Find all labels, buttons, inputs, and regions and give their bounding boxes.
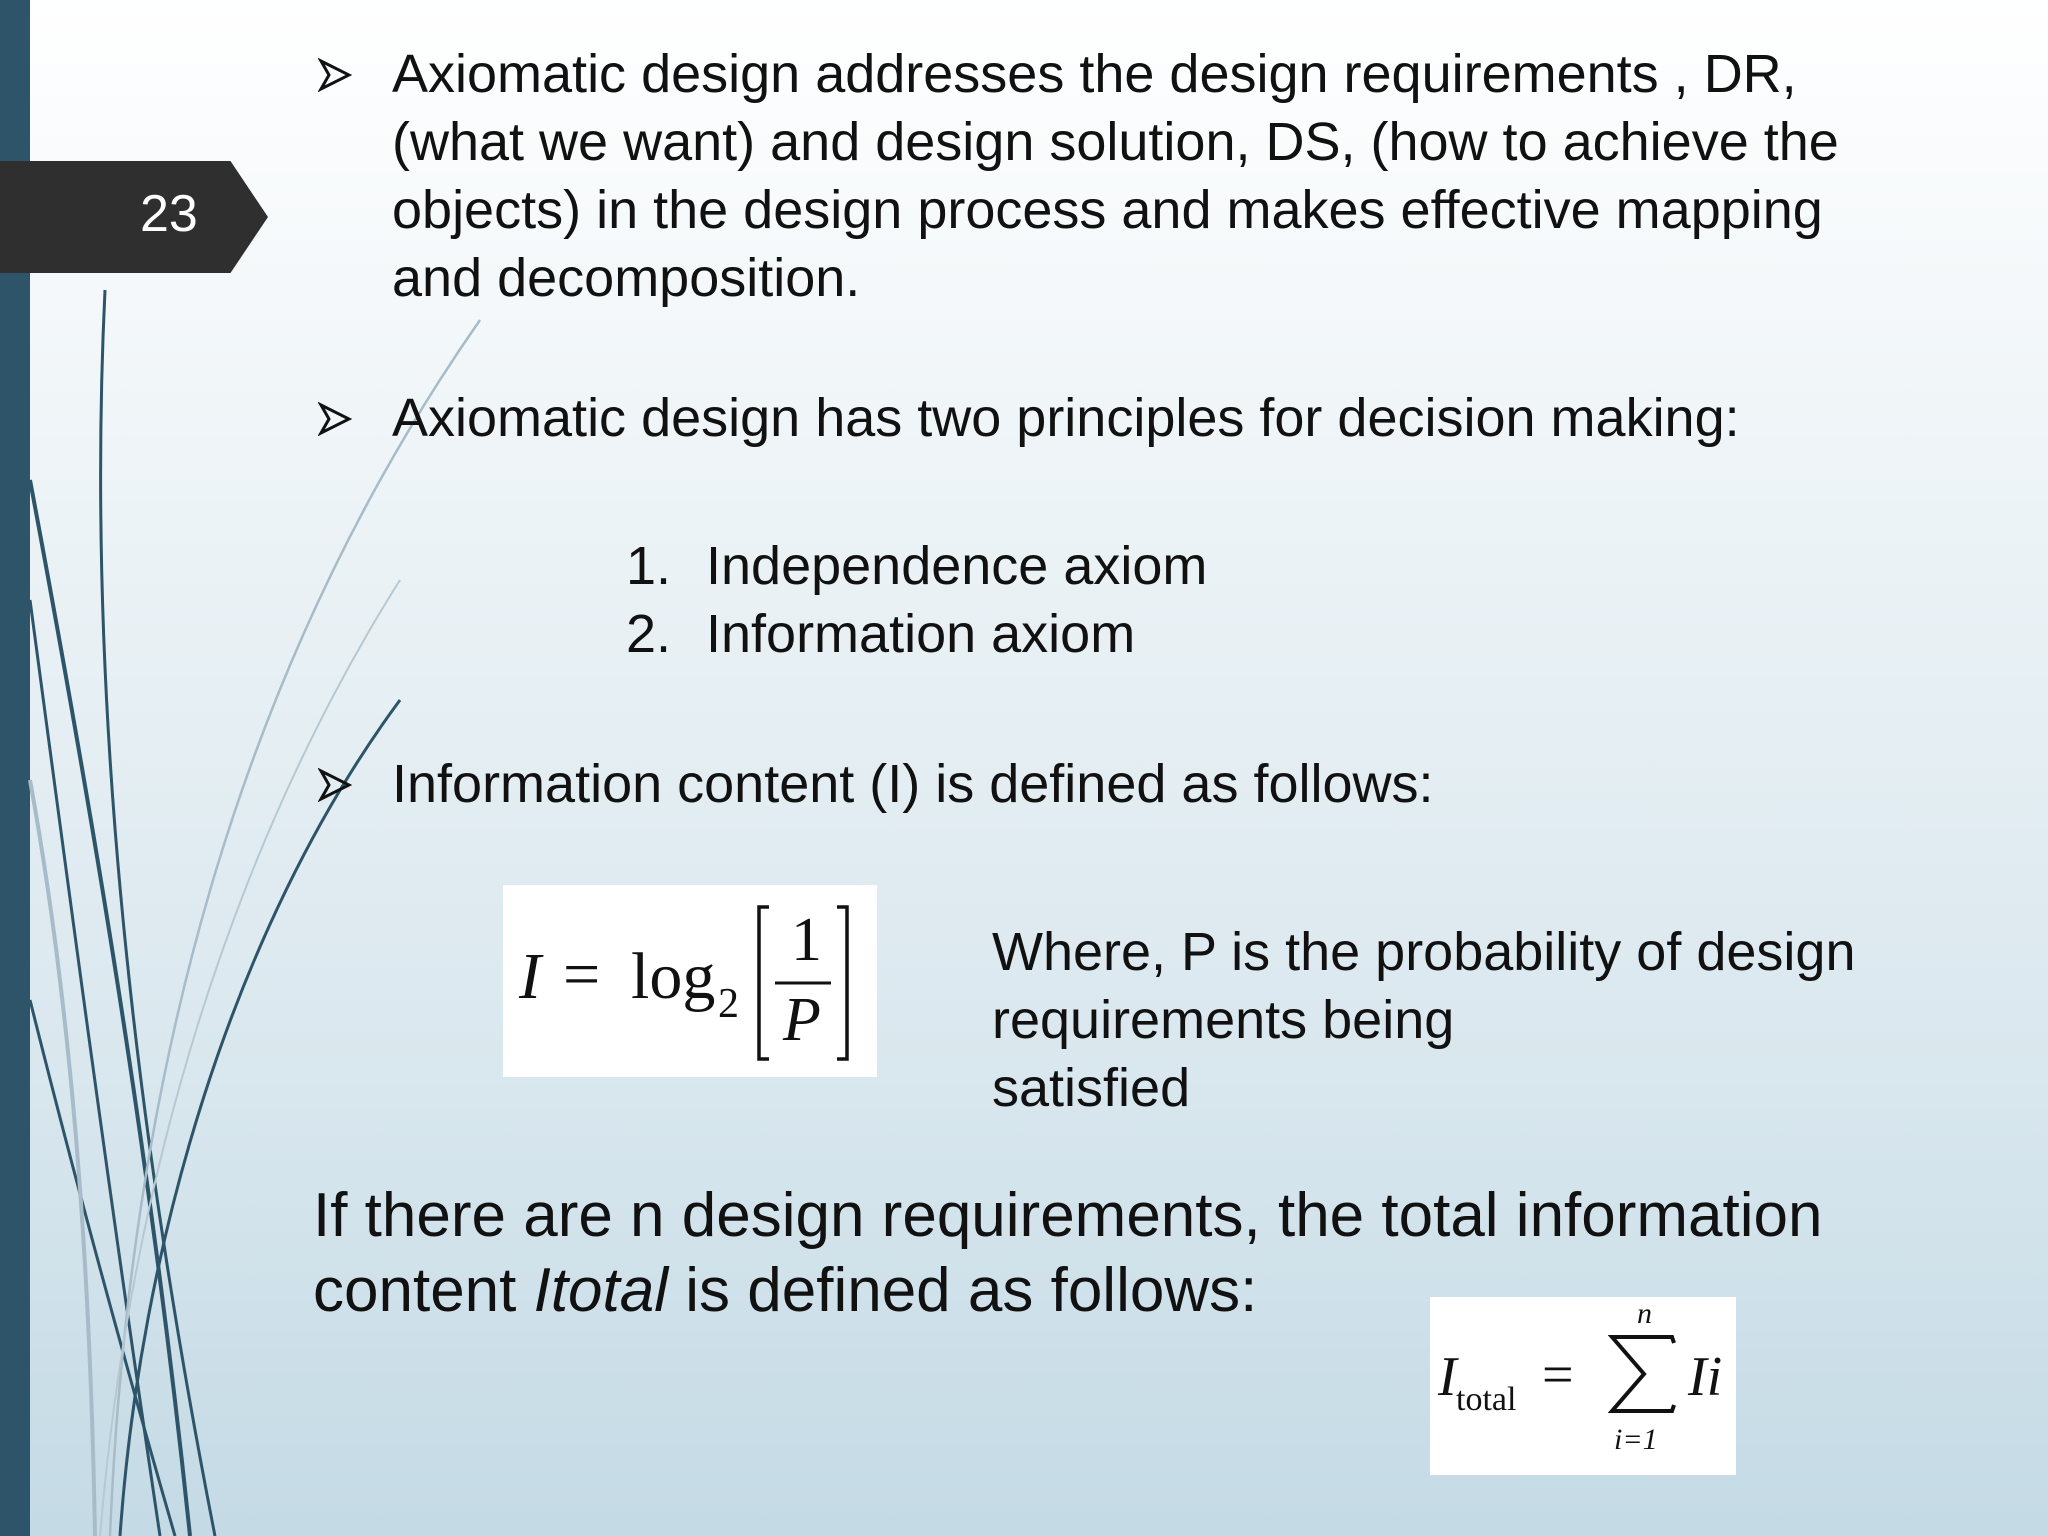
- bullet-text: Information content (I) is defined as fo…: [392, 754, 1434, 814]
- bullet-item: Axiomatic design has two principles for …: [318, 384, 2022, 452]
- probability-note: Where, P is the probability of design re…: [992, 922, 1856, 1118]
- information-formula: I = log 2 1 P: [503, 885, 877, 1077]
- bracket-shape: [757, 905, 849, 1061]
- list-item: 2. Information axiom: [626, 600, 1207, 668]
- slide-number: 23: [140, 185, 198, 243]
- arrow-bullet-icon: [318, 384, 392, 452]
- list-label: Independence axiom: [706, 536, 1208, 596]
- list-number: 1.: [626, 536, 672, 596]
- list-number: 2.: [626, 604, 672, 664]
- slide-number-tab: [0, 161, 268, 273]
- principles-list: 1. Independence axiom 2. Information axi…: [626, 532, 1207, 668]
- arrow-bullet-icon: [318, 40, 392, 312]
- bullet-text: Axiomatic design has two principles for …: [392, 388, 1740, 448]
- bullet-text: Axiomatic design addresses the design re…: [392, 44, 1839, 308]
- list-label: Information axiom: [706, 604, 1136, 664]
- summation-symbol: [1608, 1335, 1676, 1413]
- arrow-bullet-icon: [318, 750, 392, 818]
- bullet-item: Axiomatic design addresses the design re…: [318, 40, 2022, 312]
- total-information-formula: I total = n i=1 Ii: [1430, 1297, 1736, 1475]
- bullet-item: Information content (I) is defined as fo…: [318, 750, 2022, 818]
- list-item: 1. Independence axiom: [626, 532, 1207, 600]
- total-information-text: If there are n design requirements, the …: [313, 1181, 1823, 1325]
